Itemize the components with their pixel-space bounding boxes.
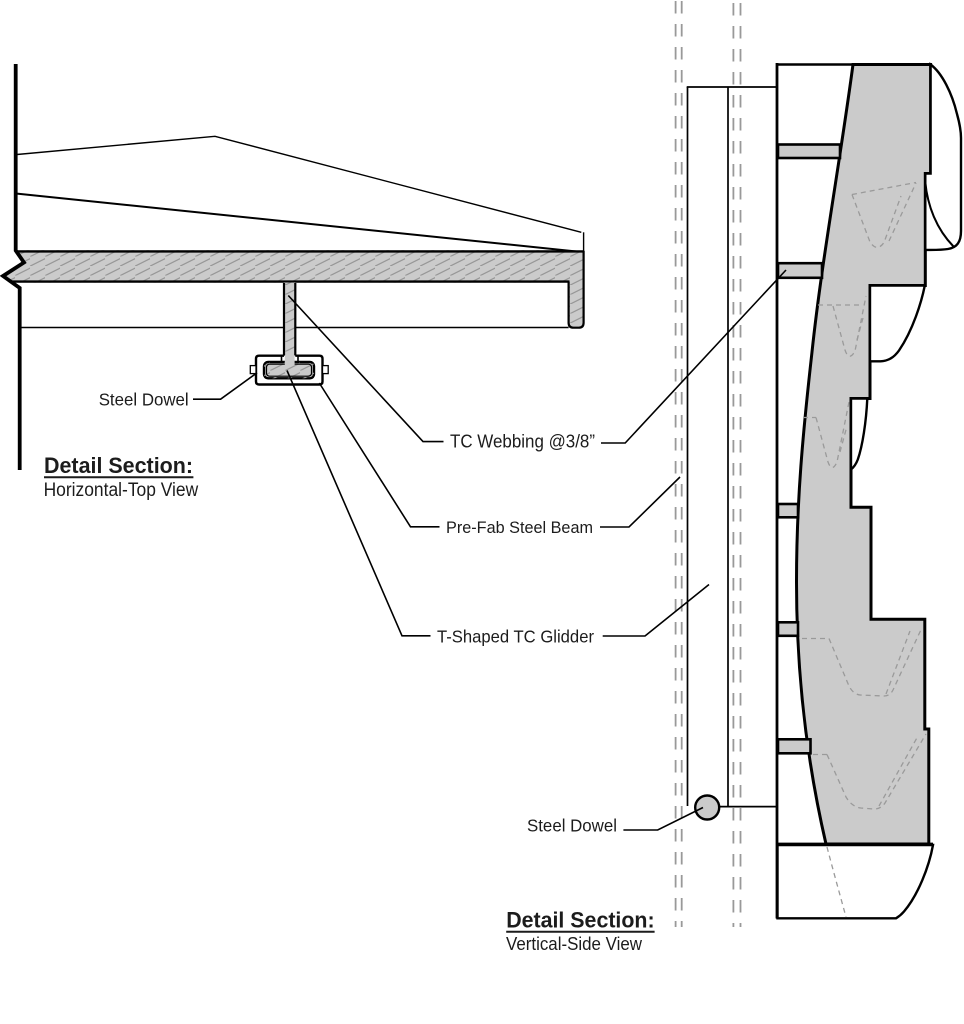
svg-text:Detail Section:: Detail Section: xyxy=(506,907,654,932)
svg-text:Detail Section:: Detail Section: xyxy=(44,453,193,478)
svg-text:Steel Dowel: Steel Dowel xyxy=(99,389,189,409)
svg-text:Vertical-Side View: Vertical-Side View xyxy=(506,934,643,954)
svg-text:Steel Dowel: Steel Dowel xyxy=(527,815,617,835)
svg-text:T-Shaped TC Glidder: T-Shaped TC Glidder xyxy=(437,626,594,646)
svg-text:Pre-Fab Steel Beam: Pre-Fab Steel Beam xyxy=(446,518,593,537)
svg-text:Horizontal-Top View: Horizontal-Top View xyxy=(44,480,199,501)
svg-text:TC Webbing @3/8”: TC Webbing @3/8” xyxy=(450,432,595,452)
